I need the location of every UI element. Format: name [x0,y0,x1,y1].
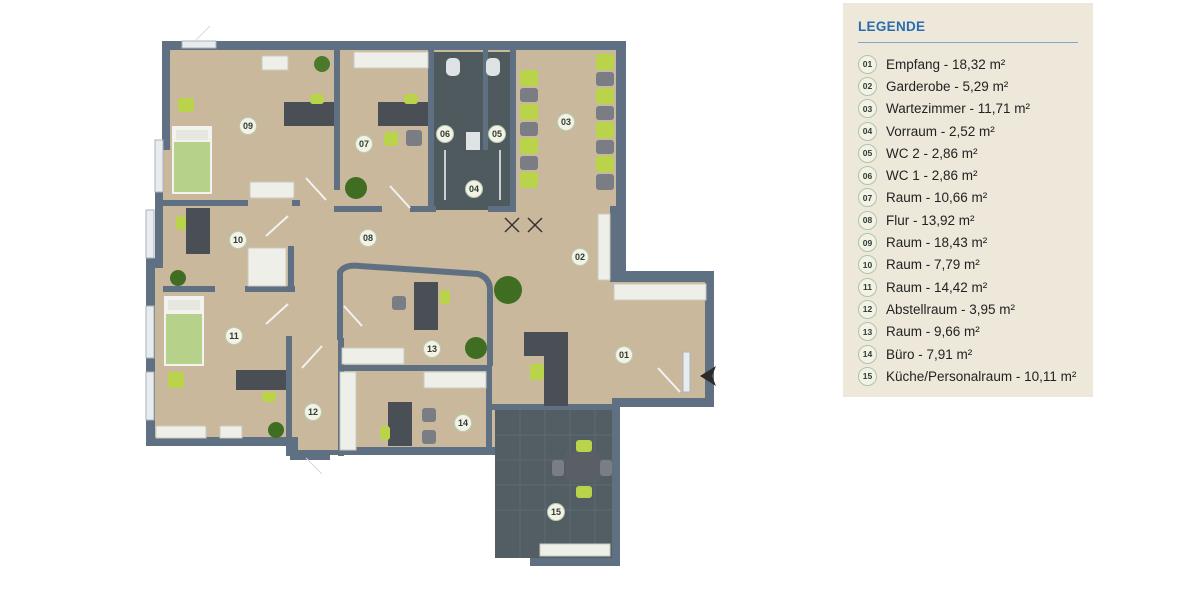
legend-item-label: Raum - 7,79 m² [886,257,980,273]
kitchen-tile-floor [495,410,612,558]
room-badge-14: 14 [454,414,472,432]
legend-item: 03 Wartezimmer - 11,71 m² [858,98,1078,120]
legend-item-label: Flur - 13,92 m² [886,212,975,228]
legend-number-badge: 03 [858,99,877,119]
room-number: 05 [492,129,502,139]
waiting-chairs [520,54,614,190]
legend-item-label: Raum - 14,42 m² [886,279,988,295]
legend-title: LEGENDE [858,19,926,34]
room-number: 03 [561,117,571,127]
room-badge-02: 02 [571,248,589,266]
room-number: 09 [243,121,253,131]
office-chairs [168,94,612,498]
room-number: 01 [619,350,629,360]
legend-item: 02 Garderobe - 5,29 m² [858,75,1078,97]
room-number: 04 [469,184,479,194]
room-badge-04: 04 [465,180,483,198]
legend-panel: LEGENDE 01 Empfang - 18,32 m² 02 Garderobe… [843,3,1093,397]
beds [164,126,212,366]
legend-item: 09 Raum - 18,43 m² [858,231,1078,253]
legend-number-badge: 13 [858,322,877,342]
legend-number-badge: 11 [858,277,877,297]
cabinets [155,51,707,557]
plants [170,56,522,438]
legend-item-label: Abstellraum - 3,95 m² [886,301,1016,317]
room-badge-06: 06 [436,125,454,143]
room-badge-08: 08 [359,229,377,247]
entrance-arrow-icon [700,366,716,386]
room-13-curved-wall [337,262,493,366]
legend-item-label: Büro - 7,91 m² [886,346,973,362]
legend-item: 08 Flur - 13,92 m² [858,209,1078,231]
room-badge-01: 01 [615,346,633,364]
legend-item: 06 WC 1 - 2,86 m² [858,164,1078,186]
legend-item: 15 Küche/Personalraum - 10,11 m² [858,365,1078,387]
room-number: 13 [427,344,437,354]
legend-item: 05 WC 2 - 2,86 m² [858,142,1078,164]
room-badge-09: 09 [239,117,257,135]
window-frames [195,25,323,475]
desks [186,102,568,446]
legend-item: 12 Abstellraum - 3,95 m² [858,298,1078,320]
room-badge-12: 12 [304,403,322,421]
legend-number-badge: 06 [858,166,877,186]
room-number: 14 [458,418,468,428]
legend-number-badge: 10 [858,255,877,275]
legend-item: 04 Vorraum - 2,52 m² [858,120,1078,142]
legend-item-label: Raum - 10,66 m² [886,190,988,206]
legend-item-label: WC 2 - 2,86 m² [886,145,978,161]
legend-item: 14 Büro - 7,91 m² [858,343,1078,365]
legend-item: 07 Raum - 10,66 m² [858,187,1078,209]
room-number: 15 [551,507,561,517]
legend-item-label: Vorraum - 2,52 m² [886,123,995,139]
legend-number-badge: 04 [858,121,877,141]
room-number: 02 [575,252,585,262]
legend-number-badge: 12 [858,299,877,319]
legend-item-label: Raum - 18,43 m² [886,235,988,251]
room-number: 10 [233,235,243,245]
wc-fixtures [444,58,501,200]
floor-plan: 01 02 03 04 05 06 07 08 09 10 11 12 13 1… [145,25,716,566]
room-number: 06 [440,129,450,139]
legend-number-badge: 09 [858,233,877,253]
room-badge-15: 15 [547,503,565,521]
room-badge-07: 07 [355,135,373,153]
legend-number-badge: 15 [858,366,877,386]
legend-item-label: Wartezimmer - 11,71 m² [886,101,1031,117]
windows [145,40,691,421]
legend-item: 10 Raum - 7,79 m² [858,254,1078,276]
dividers-x [504,217,543,233]
room-badge-03: 03 [557,113,575,131]
room-badge-10: 10 [229,231,247,249]
room-number: 12 [308,407,318,417]
legend-item: 01 Empfang - 18,32 m² [858,53,1078,75]
room-badge-13: 13 [423,340,441,358]
legend-item-label: Empfang - 18,32 m² [886,56,1006,72]
legend-item-label: Küche/Personalraum - 10,11 m² [886,368,1077,384]
room-number: 08 [363,233,373,243]
legend-number-badge: 02 [858,76,877,96]
room-badge-11: 11 [225,327,243,345]
legend-item: 11 Raum - 14,42 m² [858,276,1078,298]
legend-item-label: WC 1 - 2,86 m² [886,168,978,184]
room-number: 07 [359,139,369,149]
room-number: 11 [229,331,239,341]
legend-list: 01 Empfang - 18,32 m² 02 Garderobe - 5,29 … [858,53,1078,387]
room-badge-05: 05 [488,125,506,143]
legend-number-badge: 05 [858,143,877,163]
legend-item-label: Garderobe - 5,29 m² [886,78,1009,94]
legend-divider [858,42,1078,43]
room-badges: 01 02 03 04 05 06 07 08 09 10 11 12 13 1… [225,113,633,521]
legend-item-label: Raum - 9,66 m² [886,324,980,340]
legend-number-badge: 14 [858,344,877,364]
door-swings [265,177,681,393]
legend-item: 13 Raum - 9,66 m² [858,321,1078,343]
legend-number-badge: 08 [858,210,877,230]
legend-number-badge: 01 [858,54,877,74]
legend-number-badge: 07 [858,188,877,208]
